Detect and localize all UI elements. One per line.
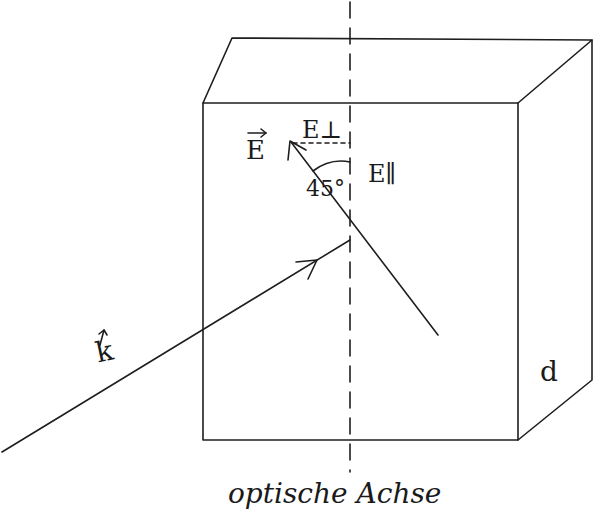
crystal-front-face [203,103,518,440]
ray-arrowhead [296,260,317,279]
field-arrowhead [288,141,306,160]
crystal-top-face [203,38,592,103]
angle-arc [313,161,350,171]
vector-mark [99,330,107,335]
vector-label: E [246,137,265,163]
dimension-label: d [540,358,558,386]
angle-label: 45° [306,178,345,200]
optical-axis [349,2,351,472]
component-label: E⊥ [302,118,342,142]
field-vector [291,142,438,335]
vector-mark [248,132,266,134]
vector-label: k [93,337,115,368]
crystal-right-face [518,40,592,440]
projection-line [293,142,350,144]
vector-mark [261,129,266,137]
axis-label: optische Achse [228,480,441,508]
wave-vector-ray [2,240,350,452]
component-label: E∥ [368,162,397,186]
